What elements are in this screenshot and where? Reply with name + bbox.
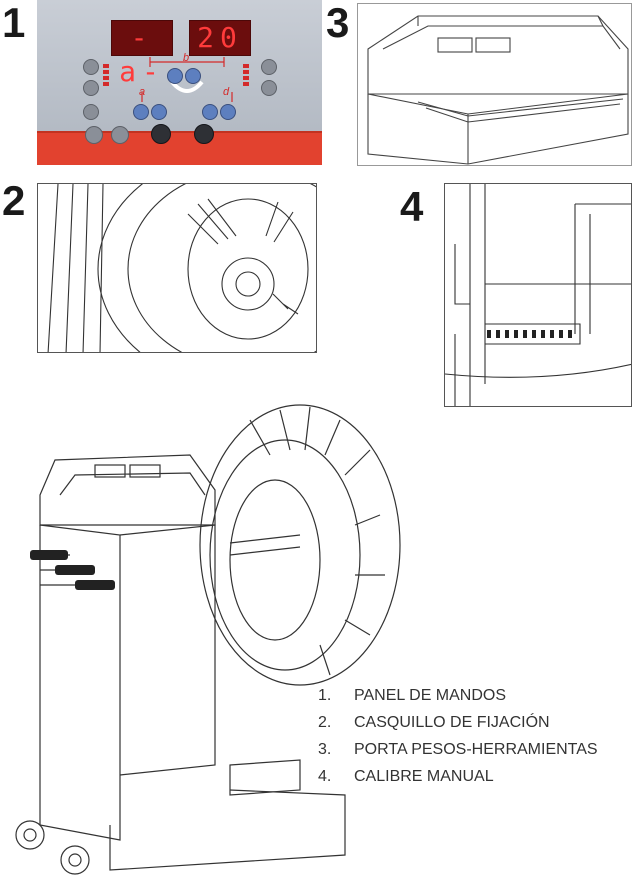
figure-number-1: 1 [2,0,26,46]
fixing-hub-figure [37,183,317,353]
control-panel-figure: -a- 20 b a d [37,0,322,165]
diameter-up-button[interactable] [220,104,236,120]
start-button[interactable] [194,124,214,144]
manual-caliper-figure [444,183,632,407]
panel-red-strip [37,131,322,165]
legend-item: 1.PANEL DE MANDOS [318,687,507,704]
distance-down-button[interactable] [133,104,149,120]
dim-label-b: b [183,52,190,64]
dim-label-d: d [223,86,230,98]
dim-label-a: a [139,86,146,98]
legend-item: 3.PORTA PESOS-HERRAMIENTAS [318,741,598,758]
unit-button[interactable] [261,80,277,96]
display-right: 20 [189,20,251,56]
dimension-diagram [141,57,233,102]
distance-up-button[interactable] [151,104,167,120]
figure-number-3: 3 [326,0,350,46]
legend-item: 4.CALIBRE MANUAL [318,768,494,785]
alu-button[interactable] [151,124,171,144]
wheel-balancer-machine-figure [0,395,410,881]
settings-button[interactable] [83,80,99,96]
fk-button[interactable] [111,126,129,144]
figure-number-4: 4 [400,183,424,230]
display-left: -a- [111,20,173,88]
cal-button[interactable] [85,126,103,144]
width-down-button[interactable] [167,68,183,84]
weight-tray-figure [357,3,632,166]
width-up-button[interactable] [185,68,201,84]
mode-button[interactable] [83,59,99,75]
parts-legend: 1.PANEL DE MANDOS 2.CASQUILLO DE FIJACIÓ… [318,682,598,790]
diameter-down-button[interactable] [202,104,218,120]
search-button[interactable] [261,59,277,75]
legend-item: 2.CASQUILLO DE FIJACIÓN [318,714,550,731]
figure-number-2: 2 [2,177,26,224]
function-button[interactable] [83,104,99,120]
